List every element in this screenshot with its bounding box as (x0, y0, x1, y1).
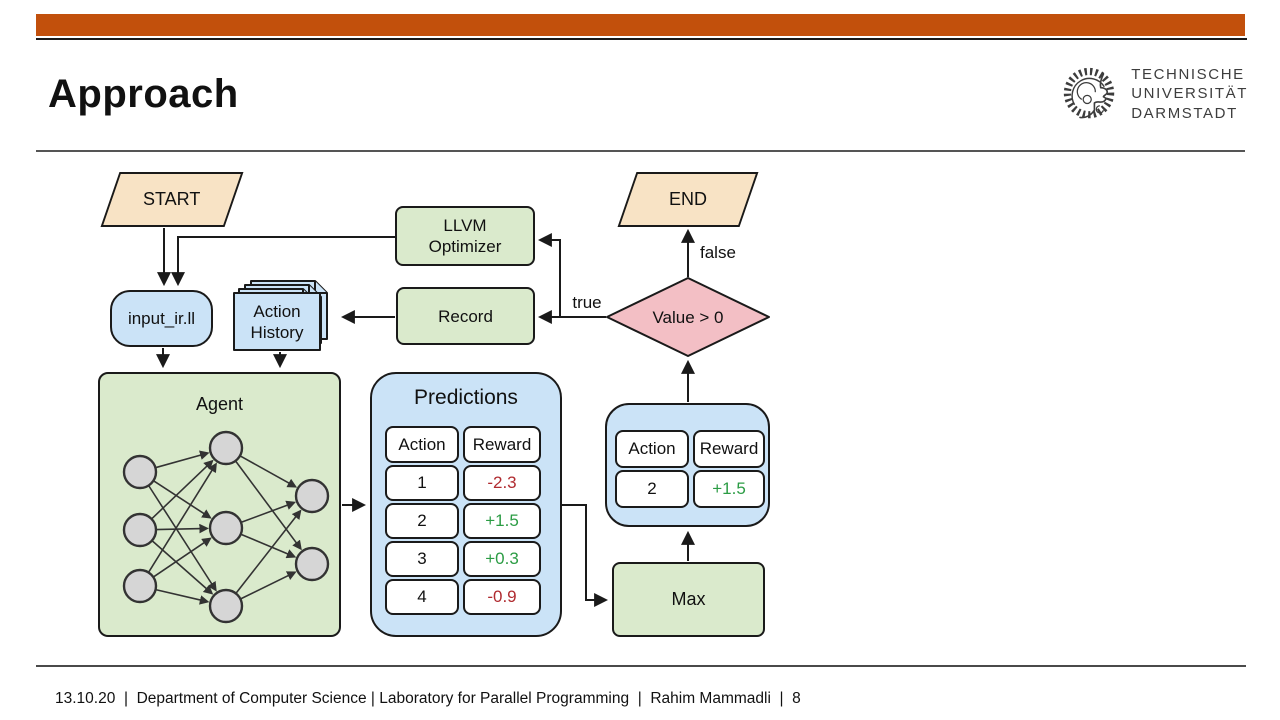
max-node: Max (612, 562, 765, 637)
selection-row-action: 2 (615, 470, 689, 508)
predictions-row-action: 1 (385, 465, 459, 501)
neural-network-icon (122, 430, 330, 624)
llvm-optimizer-node: LLVM Optimizer (395, 206, 535, 266)
start-label: START (143, 189, 201, 209)
footer-separator (36, 665, 1246, 667)
predictions-row-reward: +1.5 (463, 503, 541, 539)
end-label: END (668, 189, 707, 209)
agent-node: Agent (98, 372, 341, 637)
athena-head-icon (1063, 67, 1115, 119)
page-title: Approach (48, 72, 239, 116)
llvm-label-line2: Optimizer (428, 237, 502, 256)
action-history-label: Action History (250, 301, 304, 342)
tu-darmstadt-logo: TECHNISCHE UNIVERSITÄT DARMSTADT (1062, 58, 1248, 130)
predictions-panel: Predictions Action Reward 1 -2.3 2 +1.5 … (370, 372, 562, 637)
predictions-row-action: 4 (385, 579, 459, 615)
logo-text: TECHNISCHE UNIVERSITÄT DARMSTADT (1131, 65, 1248, 124)
input-file-label: input_ir.ll (127, 309, 196, 328)
branch-false-label: false (700, 243, 736, 262)
record-label: Record (438, 306, 493, 326)
branch-true-label: true (572, 293, 602, 312)
predictions-title: Predictions (414, 386, 518, 409)
decision-diamond (606, 277, 770, 357)
record-node: Record (396, 287, 535, 345)
logo-line-2: UNIVERSITÄT (1131, 85, 1248, 103)
stacked-documents-icon (233, 280, 328, 351)
predictions-row-action: 2 (385, 503, 459, 539)
accent-bar (36, 14, 1245, 36)
selection-panel: Action Reward 2 +1.5 (605, 403, 770, 527)
start-node: START (100, 172, 244, 227)
llvm-label-line1: LLVM (443, 216, 487, 235)
predictions-row-reward: -2.3 (463, 465, 541, 501)
logo-line-3: DARMSTADT (1131, 104, 1238, 122)
selection-header-action: Action (615, 430, 689, 468)
selection-row-reward: +1.5 (693, 470, 765, 508)
predictions-header-action: Action (385, 426, 459, 463)
logo-line-1: TECHNISCHE (1131, 65, 1245, 83)
decision-label: Value > 0 (652, 307, 724, 327)
predictions-header-reward: Reward (463, 426, 541, 463)
input-file-node: input_ir.ll (110, 290, 213, 347)
selection-header-reward: Reward (693, 430, 765, 468)
action-history-node: Action History (233, 280, 339, 352)
predictions-row-reward: -0.9 (463, 579, 541, 615)
decision-label-wrap: Value > 0 (604, 275, 772, 359)
accent-underline (36, 38, 1247, 40)
max-label: Max (671, 589, 706, 609)
agent-label: Agent (195, 394, 244, 414)
title-separator (36, 150, 1245, 152)
predictions-row-reward: +0.3 (463, 541, 541, 577)
predictions-row-action: 3 (385, 541, 459, 577)
end-node: END (617, 172, 759, 227)
footer-text: 13.10.20 | Department of Computer Scienc… (55, 690, 801, 707)
